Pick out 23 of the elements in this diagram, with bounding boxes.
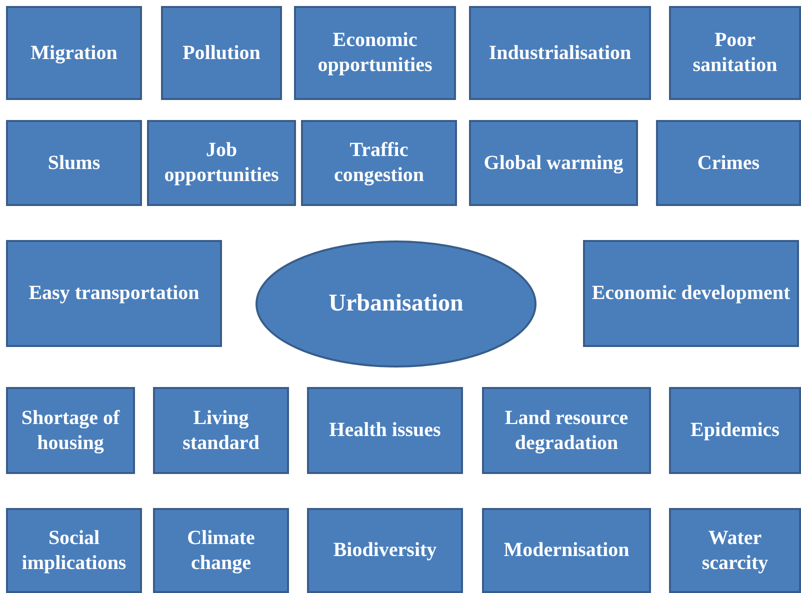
- topic-box: Job opportunities: [147, 120, 296, 206]
- topic-box: Economic opportunities: [294, 6, 456, 100]
- topic-box: Global warming: [469, 120, 638, 206]
- topic-box: Traffic congestion: [301, 120, 457, 206]
- topic-box: Epidemics: [669, 387, 801, 474]
- topic-box: Biodiversity: [307, 508, 463, 593]
- topic-box: Slums: [6, 120, 142, 206]
- topic-box: Industrialisation: [469, 6, 651, 100]
- topic-box: Crimes: [656, 120, 801, 206]
- central-topic-label: Urbanisation: [328, 290, 464, 318]
- topic-box: Migration: [6, 6, 142, 100]
- topic-box: Social implications: [6, 508, 142, 593]
- topic-box: Living standard: [153, 387, 289, 474]
- topic-box: Modernisation: [482, 508, 651, 593]
- topic-box: Water scarcity: [669, 508, 801, 593]
- topic-box: Economic development: [583, 240, 799, 347]
- topic-box: Health issues: [307, 387, 463, 474]
- topic-box: Climate change: [153, 508, 289, 593]
- topic-box: Easy transportation: [6, 240, 222, 347]
- topic-box: Shortage of housing: [6, 387, 135, 474]
- topic-box: Pollution: [161, 6, 282, 100]
- topic-box: Land resource degradation: [482, 387, 651, 474]
- topic-box: Poor sanitation: [669, 6, 801, 100]
